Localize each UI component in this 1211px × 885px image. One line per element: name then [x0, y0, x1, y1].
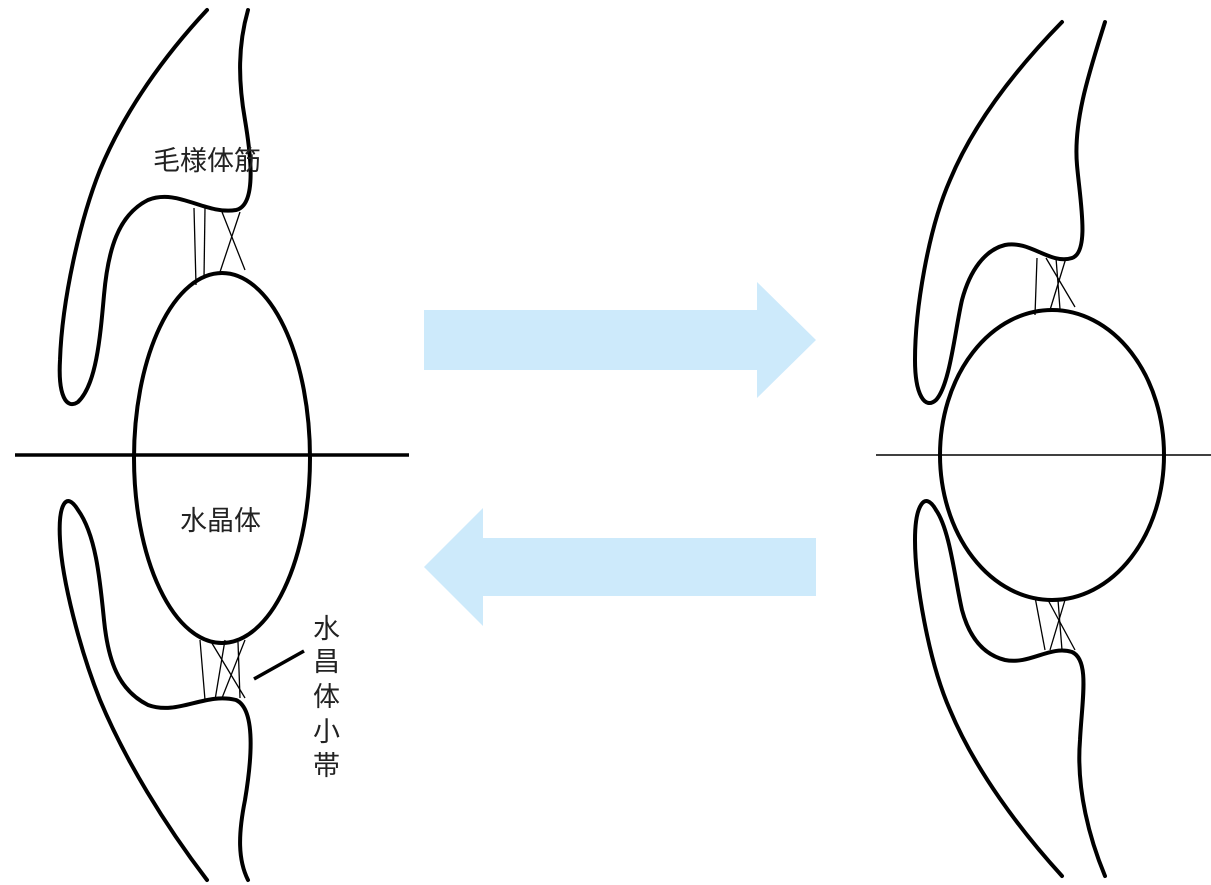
left-upper-ciliary-body	[57, 8, 253, 406]
right-upper-ciliary-body	[913, 20, 1107, 405]
zonule-label-char-3: 体	[313, 682, 340, 713]
zonule-label-char-2: 昌	[313, 647, 340, 678]
zonule-label: 水 昌 体 小 帯	[313, 614, 340, 782]
zonule-label-char-5: 帯	[313, 751, 340, 782]
right-eye-section	[876, 20, 1211, 878]
right-lower-zonule-fibers	[1034, 596, 1076, 651]
zonule-label-char-4: 小	[313, 717, 340, 748]
left-lower-zonule-fibers	[199, 639, 246, 701]
left-upper-zonule-fibers	[193, 207, 246, 286]
left-lens	[132, 271, 312, 645]
left-eye-section	[15, 8, 409, 882]
lens-label: 水晶体	[180, 506, 261, 537]
left-lower-ciliary-body	[57, 499, 253, 882]
arrows	[424, 282, 816, 626]
zonule-pointer-line	[253, 649, 305, 681]
left-arrow	[424, 508, 816, 626]
zonule-label-char-1: 水	[313, 614, 340, 645]
right-lower-ciliary-body	[913, 499, 1107, 878]
ciliary-muscle-label: 毛様体筋	[153, 146, 261, 177]
right-upper-zonule-fibers	[1034, 257, 1076, 316]
right-arrow	[424, 282, 816, 398]
